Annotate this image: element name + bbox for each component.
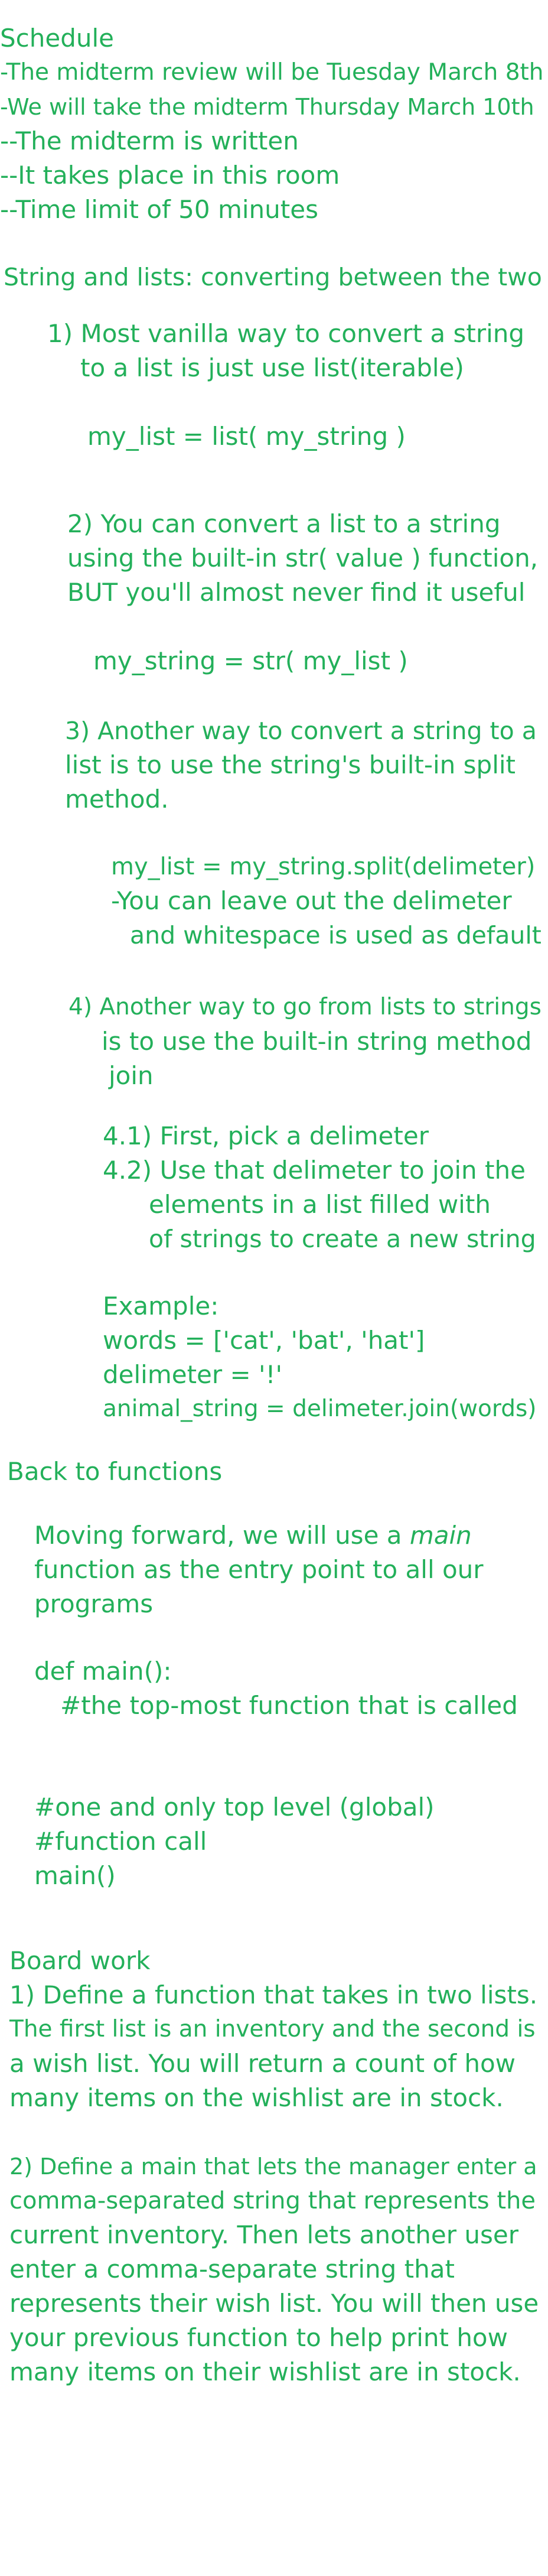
item4-line1: 4) Another way to go from lists to strin… <box>68 994 542 1020</box>
q2-line: current inventory. Then lets another use… <box>9 2220 518 2249</box>
functions-intro: programs <box>34 1589 154 1618</box>
item1-line1: 1) Most vanilla way to convert a string <box>47 319 525 348</box>
schedule-item: --The midterm is written <box>0 126 299 155</box>
example-label: Example: <box>103 1292 219 1320</box>
section-heading-functions: Back to functions <box>7 1457 223 1486</box>
item4-line3: join <box>109 1061 154 1090</box>
main-call: main() <box>34 1861 116 1890</box>
item4-step2: 4.2) Use that delimeter to join the <box>103 1156 526 1185</box>
item3-line3: method. <box>65 785 169 814</box>
example-code: animal_string = delimeter.join(words) <box>103 1396 537 1422</box>
global-comment: #function call <box>34 1827 207 1856</box>
functions-intro-em: main <box>409 1521 472 1550</box>
item3-line1: 3) Another way to convert a string to a <box>65 717 537 745</box>
schedule-item: --It takes place in this room <box>0 161 340 190</box>
q2-line: your previous function to help print how <box>9 2323 508 2352</box>
q1-line: 1) Define a function that takes in two l… <box>9 1980 538 2009</box>
item4-step1: 4.1) First, pick a delimeter <box>103 1121 429 1150</box>
item2-line1: 2) You can convert a list to a string <box>67 509 501 538</box>
item3-line2: list is to use the string's built-in spl… <box>65 750 516 779</box>
item3-note: -You can leave out the delimeter <box>111 886 512 915</box>
q1-line: a wish list. You will return a count of … <box>9 2049 516 2078</box>
item2-line2: using the built-in str( value ) function… <box>67 544 539 573</box>
def-line: def main(): <box>34 1657 172 1686</box>
section-heading-strings-lists: String and lists: converting between the… <box>4 263 542 291</box>
def-comment: #the top-most function that is called <box>60 1691 518 1720</box>
item1-code: my_list = list( my_string ) <box>87 422 406 451</box>
item4-step2: of strings to create a new string <box>149 1225 536 1253</box>
q2-line: enter a comma-separate string that <box>9 2255 455 2284</box>
q2-line: many items on their wishlist are in stoc… <box>9 2357 521 2386</box>
item3-note: and whitespace is used as default <box>130 921 542 949</box>
schedule-item: -The midterm review will be Tuesday Marc… <box>0 59 544 86</box>
q2-line: 2) Define a main that lets the manager e… <box>9 2154 537 2180</box>
item4-step2: elements in a list filled with <box>149 1190 491 1219</box>
functions-intro: Moving forward, we will use a main <box>34 1518 472 1553</box>
functions-intro: function as the entry point to all our <box>34 1555 484 1584</box>
schedule-item: -We will take the midterm Thursday March… <box>0 94 534 120</box>
functions-intro-text: Moving forward, we will use a <box>34 1521 410 1550</box>
global-comment: #one and only top level (global) <box>34 1793 435 1822</box>
example-code: delimeter = '!' <box>103 1360 282 1389</box>
q1-line: many items on the wishlist are in stock. <box>9 2083 504 2112</box>
schedule-item: --Time limit of 50 minutes <box>0 195 318 224</box>
item2-line3: BUT you'll almost never find it useful <box>67 578 526 607</box>
section-heading-board-work: Board work <box>9 1946 151 1975</box>
q2-line: represents their wish list. You will the… <box>9 2289 539 2318</box>
item2-code: my_string = str( my_list ) <box>93 646 408 675</box>
item1-line2: to a list is just use list(iterable) <box>80 353 464 382</box>
schedule-title: Schedule <box>0 24 114 53</box>
q1-line: The first list is an inventory and the s… <box>9 2016 536 2042</box>
q2-line: comma-separated string that represents t… <box>9 2187 536 2214</box>
item3-code: my_list = my_string.split(delimeter) <box>111 853 536 880</box>
item4-line2: is to use the built-in string method <box>102 1027 532 1056</box>
example-code: words = ['cat', 'bat', 'hat'] <box>103 1326 425 1355</box>
